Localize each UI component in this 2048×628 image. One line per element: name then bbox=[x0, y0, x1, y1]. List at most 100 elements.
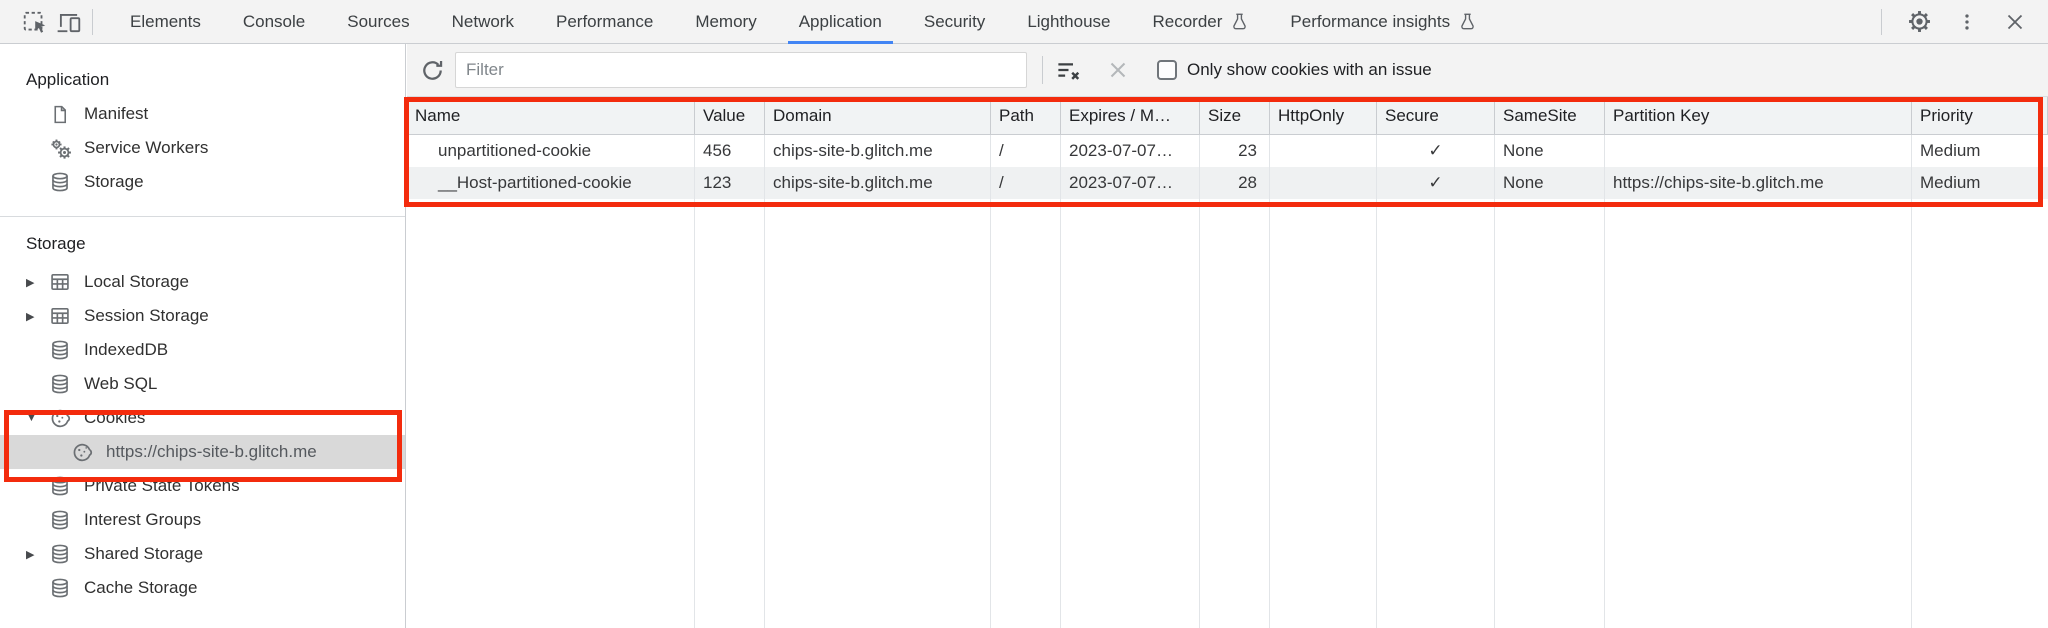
refresh-icon bbox=[419, 57, 446, 84]
cell-path[interactable]: / bbox=[991, 167, 1061, 199]
filler-cell bbox=[1377, 199, 1495, 628]
sidebar-item-local-storage[interactable]: ▶ Local Storage bbox=[0, 265, 405, 299]
tab-performance-insights[interactable]: Performance insights bbox=[1269, 0, 1497, 44]
cell-priority[interactable]: Medium bbox=[1920, 141, 1981, 160]
column-header-priority[interactable]: Priority bbox=[1912, 97, 2048, 134]
sidebar-item-private-state-tokens[interactable]: Private State Tokens bbox=[0, 469, 405, 503]
cell-name[interactable]: unpartitioned-cookie bbox=[407, 135, 695, 167]
filler-cell bbox=[1605, 199, 1912, 628]
tab-elements[interactable]: Elements bbox=[109, 0, 222, 44]
sidebar-item-storage[interactable]: Storage bbox=[0, 165, 405, 199]
cell-expires[interactable]: 2023-07-07… bbox=[1061, 135, 1200, 167]
cell-path[interactable]: / bbox=[991, 135, 1061, 167]
tab-label: Recorder bbox=[1152, 11, 1223, 31]
cell-size[interactable]: 28 bbox=[1200, 167, 1270, 199]
delete-x-icon bbox=[1106, 58, 1130, 82]
cookie-icon bbox=[70, 440, 94, 464]
tabbar-right-separator bbox=[1881, 8, 1882, 35]
sidebar-item-label: Web SQL bbox=[84, 374, 158, 393]
sidebar-item-shared-storage[interactable]: ▶ Shared Storage bbox=[0, 537, 405, 571]
tab-label: Security bbox=[923, 11, 986, 31]
tab-security[interactable]: Security bbox=[903, 0, 1006, 44]
sidebar-item-manifest[interactable]: Manifest bbox=[0, 97, 405, 131]
tab-network[interactable]: Network bbox=[431, 0, 535, 44]
column-header-domain[interactable]: Domain bbox=[765, 97, 991, 134]
gear-icon bbox=[1906, 8, 1933, 35]
column-header-size[interactable]: Size bbox=[1200, 97, 1270, 134]
kebab-menu-icon bbox=[1956, 11, 1978, 33]
sidebar-item-https-chips-site-b-glitch-me[interactable]: https://chips-site-b.glitch.me bbox=[0, 435, 405, 469]
cell-samesite[interactable]: None bbox=[1495, 135, 1605, 167]
close-devtools-button[interactable] bbox=[1998, 5, 2032, 39]
chevron-right-icon[interactable]: ▶ bbox=[26, 276, 35, 289]
tabbar-right-tools bbox=[1875, 5, 2048, 39]
tab-memory[interactable]: Memory bbox=[674, 0, 777, 44]
column-header-partitionkey[interactable]: Partition Key bbox=[1605, 97, 1912, 134]
flask-icon bbox=[1231, 13, 1248, 30]
refresh-button[interactable] bbox=[415, 53, 449, 87]
filler-cell bbox=[1495, 199, 1605, 628]
cell-domain[interactable]: chips-site-b.glitch.me bbox=[765, 167, 991, 199]
sidebar-item-cache-storage[interactable]: Cache Storage bbox=[0, 571, 405, 605]
tab-label: Lighthouse bbox=[1027, 11, 1111, 31]
chevron-right-icon[interactable]: ▶ bbox=[26, 310, 35, 323]
tab-sources[interactable]: Sources bbox=[326, 0, 430, 44]
settings-button[interactable] bbox=[1902, 5, 1936, 39]
chevron-right-icon[interactable]: ▶ bbox=[26, 548, 35, 561]
tab-lighthouse[interactable]: Lighthouse bbox=[1006, 0, 1131, 44]
cell-value[interactable]: 123 bbox=[695, 167, 765, 199]
column-header-secure[interactable]: Secure bbox=[1377, 97, 1495, 134]
cell-partitionkey[interactable]: https://chips-site-b.glitch.me bbox=[1605, 167, 1912, 199]
sidebar-section-title: Application bbox=[26, 70, 110, 89]
sidebar-item-interest-groups[interactable]: Interest Groups bbox=[0, 503, 405, 537]
cell-value[interactable]: 456 bbox=[695, 135, 765, 167]
database-icon bbox=[48, 170, 72, 194]
cell-partitionkey[interactable] bbox=[1605, 135, 1912, 167]
delete-selected-button[interactable] bbox=[1101, 53, 1135, 87]
cell-secure[interactable]: ✓ bbox=[1377, 135, 1495, 167]
tab-recorder[interactable]: Recorder bbox=[1132, 0, 1270, 44]
inspect-element-button[interactable] bbox=[18, 5, 52, 39]
chevron-down-icon[interactable]: ▼ bbox=[26, 412, 37, 424]
sidebar-item-label: Interest Groups bbox=[84, 510, 202, 529]
tab-console[interactable]: Console bbox=[222, 0, 326, 44]
filter-input[interactable] bbox=[455, 52, 1027, 88]
sidebar-item-web-sql[interactable]: Web SQL bbox=[0, 367, 405, 401]
tab-application[interactable]: Application bbox=[778, 0, 903, 44]
cell-name[interactable]: __Host-partitioned-cookie bbox=[407, 167, 695, 199]
sidebar-item-label: Cache Storage bbox=[84, 578, 198, 597]
cell-secure[interactable]: ✓ bbox=[1377, 167, 1495, 199]
only-issue-label: Only show cookies with an issue bbox=[1187, 60, 1432, 79]
device-toolbar-button[interactable] bbox=[52, 5, 86, 39]
database-icon bbox=[48, 372, 72, 396]
tab-performance[interactable]: Performance bbox=[535, 0, 674, 44]
filler-cell bbox=[765, 199, 991, 628]
column-header-samesite[interactable]: SameSite bbox=[1495, 97, 1605, 134]
column-header-value[interactable]: Value bbox=[695, 97, 765, 134]
cell-expires[interactable]: 2023-07-07… bbox=[1061, 167, 1200, 199]
only-issue-checkbox[interactable] bbox=[1157, 60, 1177, 80]
cell-httponly[interactable] bbox=[1270, 167, 1377, 199]
column-header-name[interactable]: Name bbox=[407, 97, 695, 134]
sidebar-item-cookies[interactable]: ▼ Cookies bbox=[0, 401, 405, 435]
flask-icon bbox=[1459, 13, 1476, 30]
column-header-path[interactable]: Path bbox=[991, 97, 1061, 134]
sidebar-item-service-workers[interactable]: Service Workers bbox=[0, 131, 405, 165]
more-options-button[interactable] bbox=[1950, 5, 1984, 39]
clear-filter-button[interactable] bbox=[1051, 53, 1085, 87]
column-header-httponly[interactable]: HttpOnly bbox=[1270, 97, 1377, 134]
sidebar-item-indexeddb[interactable]: IndexedDB bbox=[0, 333, 405, 367]
column-header-expires[interactable]: Expires / M… bbox=[1061, 97, 1200, 134]
cell-domain[interactable]: chips-site-b.glitch.me bbox=[765, 135, 991, 167]
cell-priority[interactable]: Medium bbox=[1920, 173, 1981, 192]
sidebar-item-label: Cookies bbox=[84, 408, 146, 427]
tabbar-separator bbox=[92, 8, 93, 35]
sidebar-item-session-storage[interactable]: ▶ Session Storage bbox=[0, 299, 405, 333]
table-icon bbox=[48, 270, 72, 294]
cell-samesite[interactable]: None bbox=[1495, 167, 1605, 199]
cell-size[interactable]: 23 bbox=[1200, 135, 1270, 167]
cell-httponly[interactable] bbox=[1270, 135, 1377, 167]
